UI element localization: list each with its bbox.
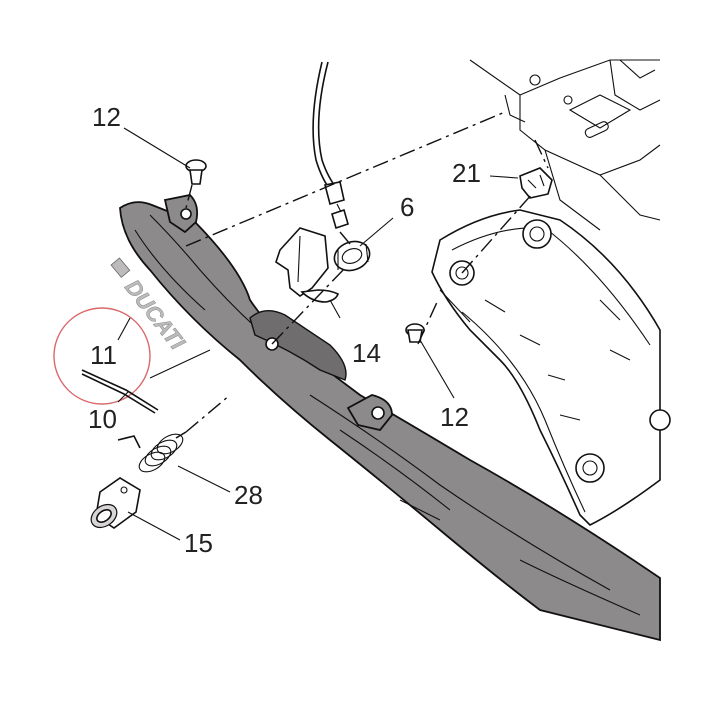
spring-28 <box>117 431 187 473</box>
callout-14: 14 <box>352 338 381 368</box>
part-10-strip <box>81 369 159 414</box>
callout-11: 11 <box>90 340 117 370</box>
callout-21: 21 <box>452 158 481 188</box>
side-panel <box>119 194 661 642</box>
rear-frame <box>469 59 661 231</box>
clip-21 <box>519 167 553 199</box>
bracket-assembly <box>275 227 371 303</box>
lock-barrel-15 <box>90 477 141 529</box>
callout-15: 15 <box>184 528 213 558</box>
callout-12-right: 12 <box>440 402 469 432</box>
screw-12-top <box>185 159 207 185</box>
callout-labels: 12 6 21 14 12 11 10 28 15 <box>88 102 481 558</box>
callout-12-top: 12 <box>92 102 121 132</box>
callout-10: 10 <box>88 404 117 434</box>
highlight-circle <box>53 307 151 405</box>
callout-28: 28 <box>234 480 263 510</box>
screw-12-right <box>405 323 425 343</box>
release-cable <box>312 61 349 230</box>
callout-6: 6 <box>400 192 414 222</box>
assembly-lines <box>185 111 549 433</box>
leader-lines <box>117 127 519 541</box>
